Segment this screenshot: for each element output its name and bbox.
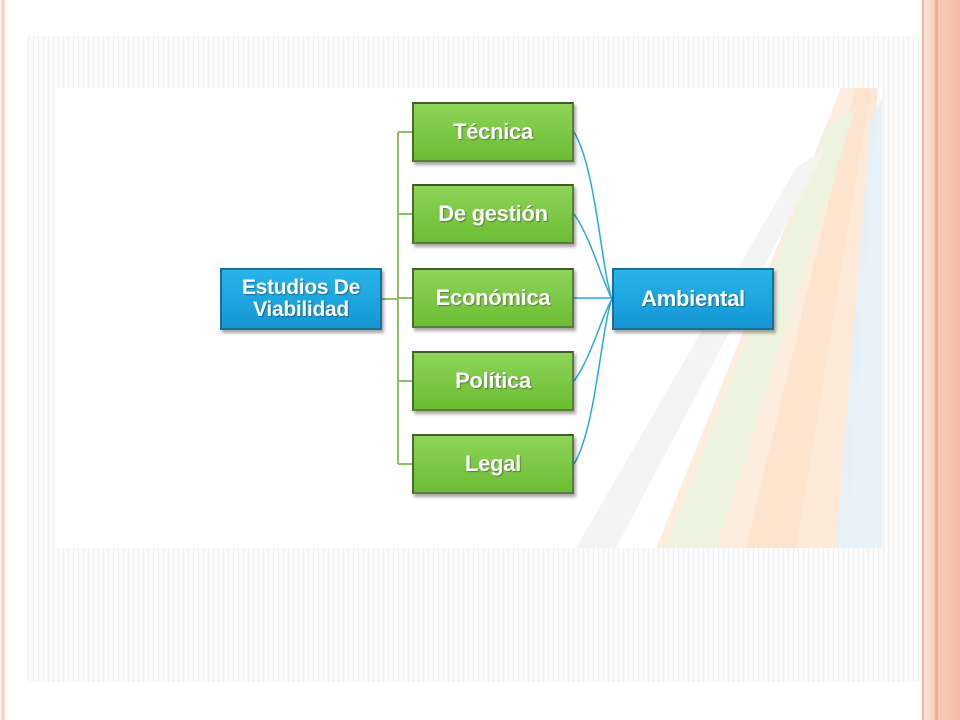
root-node-box: Estudios De Viabilidad xyxy=(220,268,382,330)
node-label: Política xyxy=(455,368,531,394)
root-node-label: Estudios De Viabilidad xyxy=(241,275,361,321)
node-target-connector xyxy=(573,213,613,300)
node-label: De gestión xyxy=(438,201,548,227)
slide-right-border-stripes xyxy=(918,0,960,720)
node-target-connector xyxy=(573,298,613,382)
diagram-panel: Estudios De Viabilidad Técnica De gestió… xyxy=(56,88,882,548)
node-tecnica: Técnica xyxy=(412,102,574,162)
node-label: Legal xyxy=(465,451,521,477)
connector-lines xyxy=(382,131,613,465)
node-economica: Económica xyxy=(412,268,574,328)
node-target-connector xyxy=(573,131,613,300)
target-node-box: Ambiental xyxy=(612,268,774,330)
node-label: Técnica xyxy=(453,119,533,145)
slide-left-edge xyxy=(0,0,8,720)
node-target-connector xyxy=(573,298,613,465)
node-label: Económica xyxy=(435,285,551,311)
node-politica: Política xyxy=(412,351,574,411)
node-de-gestion: De gestión xyxy=(412,184,574,244)
target-node-label: Ambiental xyxy=(641,286,745,312)
node-legal: Legal xyxy=(412,434,574,494)
